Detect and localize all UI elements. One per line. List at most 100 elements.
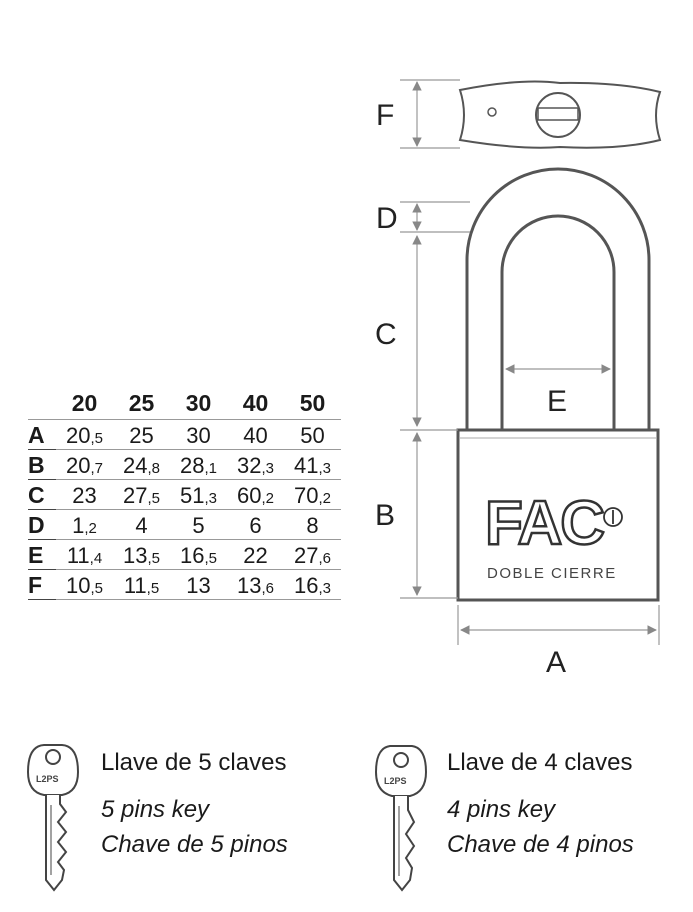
size-header: 30 (170, 388, 227, 420)
cell-value-decimal: ,2 (261, 490, 274, 507)
key-5-pins-icon: L2PS (26, 744, 80, 892)
table-cell: 4 (113, 510, 170, 540)
cell-value-main: 27 (123, 483, 148, 508)
table-cell: 13 (170, 570, 227, 600)
cell-value-decimal: ,3 (261, 460, 274, 477)
key-4-pins-legend: Llave de 4 claves 4 pins key Chave de 4 … (447, 745, 634, 862)
cell-value-main: 23 (72, 483, 97, 508)
cell-value-main: 28 (180, 453, 205, 478)
cell-value-main: 20 (66, 453, 91, 478)
key-4-pins-icon: L2PS (374, 745, 428, 892)
row-label: E (28, 540, 56, 570)
table-cell: 28,1 (170, 450, 227, 480)
key-label-en: 4 pins key (447, 796, 556, 823)
table-cell: 11,4 (56, 540, 113, 570)
table-cell: 23 (56, 480, 113, 510)
table-cell: 41,3 (284, 450, 341, 480)
table-cell: 13,6 (227, 570, 284, 600)
cell-value-main: 20 (66, 423, 91, 448)
dim-label-e: E (547, 385, 567, 418)
dim-label-d: D (376, 202, 398, 235)
table-cell: 8 (284, 510, 341, 540)
cell-value-main: 16 (294, 573, 319, 598)
dimension-lines (400, 79, 660, 645)
cell-value-main: 24 (123, 453, 148, 478)
table-cell: 50 (284, 420, 341, 450)
dim-label-a: A (546, 646, 566, 679)
table-cell: 16,3 (284, 570, 341, 600)
cell-value-decimal: ,4 (89, 550, 103, 567)
key-bow-stamp: L2PS (36, 774, 59, 784)
cell-value-main: 32 (237, 453, 262, 478)
cell-value-decimal: ,3 (204, 490, 217, 507)
table-cell: 27,5 (113, 480, 170, 510)
cell-value-decimal: ,8 (147, 460, 160, 477)
cell-value-decimal: ,2 (318, 490, 331, 507)
cell-value-decimal: ,3 (318, 580, 331, 597)
cell-value-main: 1 (72, 513, 85, 538)
table-cell: 11,5 (113, 570, 170, 600)
table-cell: 70,2 (284, 480, 341, 510)
table-cell: 13,5 (113, 540, 170, 570)
cell-value-decimal: ,5 (90, 430, 103, 447)
key-label-es: Llave de 5 claves (101, 749, 287, 776)
table-cell: 51,3 (170, 480, 227, 510)
cell-value-main: 5 (192, 513, 205, 538)
size-header: 40 (227, 388, 284, 420)
cell-value-main: 70 (294, 483, 319, 508)
dim-label-c: C (375, 318, 397, 351)
cell-value-decimal: ,5 (204, 550, 217, 567)
fac-logo: FAC DOBLE CIERRE (484, 488, 623, 582)
cell-value-main: 13 (123, 543, 148, 568)
key-5-pins-legend: Llave de 5 claves 5 pins key Chave de 5 … (101, 745, 288, 862)
cell-value-main: 25 (129, 423, 154, 448)
cell-value-decimal: ,6 (261, 580, 274, 597)
table-cell: 6 (227, 510, 284, 540)
table-cell: 40 (227, 420, 284, 450)
cell-value-main: 22 (243, 543, 268, 568)
table-header-row: 20 25 30 40 50 (28, 388, 341, 420)
cell-value-main: 6 (249, 513, 262, 538)
lock-top-view (458, 80, 662, 149)
cell-value-main: 16 (180, 543, 205, 568)
cell-value-main: 4 (135, 513, 148, 538)
cell-value-main: 8 (306, 513, 319, 538)
cell-value-decimal: ,5 (147, 550, 160, 567)
row-label: A (28, 420, 56, 450)
dim-label-b: B (375, 499, 395, 532)
cell-value-decimal: ,5 (147, 490, 160, 507)
size-header: 20 (56, 388, 113, 420)
size-header: 50 (284, 388, 341, 420)
size-header: 25 (113, 388, 170, 420)
table-corner (28, 388, 56, 420)
table-cell: 27,6 (284, 540, 341, 570)
cell-value-main: 30 (186, 423, 211, 448)
key-label-es: Llave de 4 claves (447, 749, 633, 776)
table-cell: 30 (170, 420, 227, 450)
table-row: A 20,5 25 30 40 50 (28, 420, 341, 450)
lock-inscription: DOBLE CIERRE (487, 565, 617, 582)
cell-value-main: 50 (300, 423, 325, 448)
cell-value-decimal: ,1 (204, 460, 217, 477)
table-cell: 1,2 (56, 510, 113, 540)
dim-label-f: F (376, 99, 394, 132)
lock-body (456, 428, 660, 602)
cell-value-main: 11 (66, 543, 90, 568)
table-cell: 24,8 (113, 450, 170, 480)
key-label-en: 5 pins key (101, 796, 210, 823)
table-cell: 16,5 (170, 540, 227, 570)
row-label: C (28, 480, 56, 510)
cell-value-main: 13 (186, 573, 211, 598)
cell-value-main: 40 (243, 423, 268, 448)
row-label: B (28, 450, 56, 480)
cell-value-main: 27 (294, 543, 319, 568)
cell-value-decimal: ,6 (318, 550, 331, 567)
pin-hole-icon (487, 107, 497, 117)
cell-value-main: 10 (66, 573, 91, 598)
cell-value-main: 41 (294, 453, 319, 478)
